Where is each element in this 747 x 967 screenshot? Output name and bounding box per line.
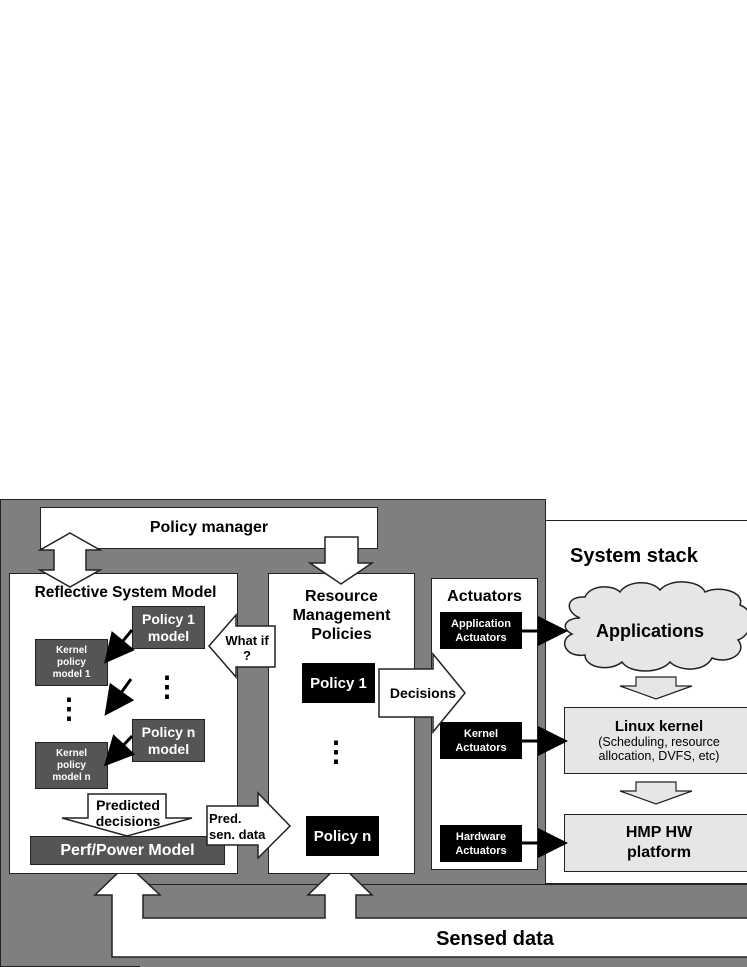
policy-1-label: Policy 1 <box>310 674 367 692</box>
hmp-hw-platform-box: HMP HW platform <box>564 814 747 872</box>
linux-kernel-box: Linux kernel (Scheduling, resource alloc… <box>564 707 747 774</box>
applications-to-linux-arrow <box>619 676 693 700</box>
predicted-decisions-line1: Predicted <box>96 797 160 813</box>
vertical-dots-left: ⋮ <box>55 693 83 724</box>
sensed-data-label: Sensed data <box>436 927 554 950</box>
policy-1-model-line1: Policy 1 <box>142 610 195 627</box>
policy-n-box: Policy n <box>306 816 379 856</box>
application-actuators-box: Application Actuators <box>440 612 522 649</box>
predicted-decisions-label: Predicted decisions <box>86 796 170 830</box>
hardware-actuators-line1: Hardware <box>455 830 507 843</box>
policy-manager-label: Policy manager <box>149 519 269 536</box>
policy1-to-kernel1-arrow <box>104 629 135 664</box>
what-if-arrow <box>208 612 276 680</box>
kernel-policy-model-1-box: Kernel policy model 1 <box>35 639 108 686</box>
pred-sen-data-line2: sen. data <box>209 827 266 842</box>
system-stack-title: System stack <box>570 545 698 567</box>
policy-n-model-line1: Policy n <box>141 723 196 740</box>
policy-manager-reflective-double-arrow <box>37 532 103 588</box>
mid-dots-arrow <box>104 678 135 716</box>
rmp-title-line3: Policies <box>311 626 372 643</box>
kernel-model-1-line1: Kernel <box>55 644 88 656</box>
what-if-line2: ? <box>243 648 251 663</box>
application-actuators-line1: Application <box>451 617 511 630</box>
policy-1-model-box: Policy 1 model <box>132 606 205 649</box>
kernel-model-n-line3: model n <box>52 771 91 783</box>
rmp-vertical-dots: ⋮ <box>322 736 350 767</box>
rmp-title-line1: Resource <box>305 588 378 605</box>
vertical-dots-mid: ⋮ <box>153 671 181 702</box>
decisions-arrow <box>378 651 466 735</box>
kernel-model-1-line2: policy <box>57 656 86 668</box>
policy-n-model-box: Policy n model <box>132 719 205 762</box>
actuators-title: Actuators <box>447 588 522 605</box>
applications-label: Applications <box>595 621 704 641</box>
policy-1-box: Policy 1 <box>302 663 375 703</box>
kernel-model-n-line1: Kernel <box>55 747 88 759</box>
what-if-label: What if ? <box>219 630 275 666</box>
policy-manager-to-rmp-arrow <box>307 536 375 585</box>
policy-n-model-line2: model <box>147 740 190 757</box>
policy-1-model-line2: model <box>147 627 190 644</box>
kernel-model-n-line2: policy <box>57 759 86 771</box>
rmp-title-line2: Management <box>292 607 391 624</box>
linux-to-hmp-arrow <box>619 781 693 805</box>
decisions-label: Decisions <box>389 685 457 701</box>
policyn-to-kerneln-arrow <box>103 734 136 767</box>
kernel-actuators-box: Kernel Actuators <box>440 722 522 759</box>
reflective-system-model-title: Reflective System Model <box>34 584 217 601</box>
pred-sen-data-line1: Pred. <box>209 811 242 826</box>
linux-kernel-sub-line1: (Scheduling, resource <box>598 735 720 749</box>
rmp-title: Resource Management Policies <box>268 587 415 644</box>
linux-kernel-sub-line2: allocation, DVFS, etc) <box>598 749 720 763</box>
kernel-actuators-line2: Actuators <box>455 741 507 754</box>
application-actuators-line2: Actuators <box>455 631 507 644</box>
linux-kernel-title: Linux kernel <box>614 718 704 735</box>
policy-manager-box: Policy manager <box>40 507 378 549</box>
pred-sen-data-label: Pred. sen. data <box>209 809 283 845</box>
perf-power-model-label: Perf/Power Model <box>60 841 195 859</box>
hmp-hw-line2: platform <box>627 844 691 861</box>
predicted-decisions-arrow <box>61 793 193 837</box>
kernel-model-1-line3: model 1 <box>52 668 91 680</box>
kernel-policy-model-n-box: Kernel policy model n <box>35 742 108 789</box>
predicted-decisions-line2: decisions <box>95 813 161 829</box>
hardware-actuators-line2: Actuators <box>455 844 507 857</box>
policy-n-label: Policy n <box>313 827 372 845</box>
what-if-line1: What if <box>225 633 269 648</box>
hardware-actuators-box: Hardware Actuators <box>440 825 522 862</box>
hmp-hw-line1: HMP HW <box>625 824 693 841</box>
kernel-actuators-line1: Kernel <box>463 727 499 740</box>
pred-sen-data-arrow <box>206 791 292 860</box>
